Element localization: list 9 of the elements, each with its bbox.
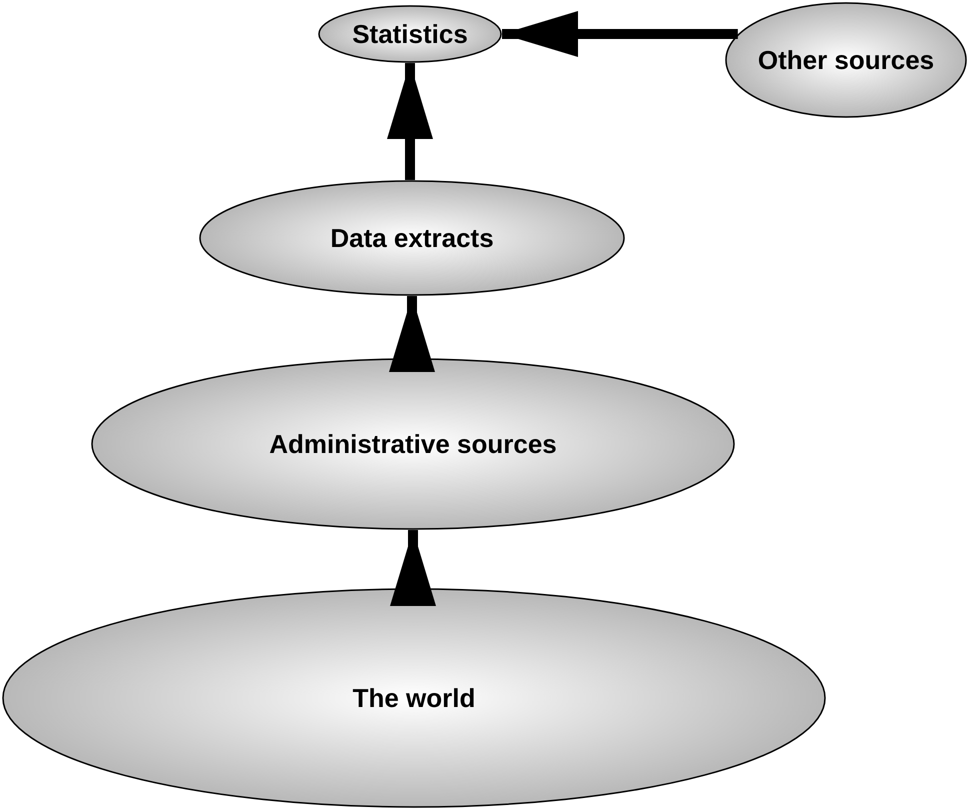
arrow — [502, 11, 738, 57]
arrow — [390, 530, 436, 606]
node-label: The world — [352, 682, 476, 714]
arrow — [389, 296, 435, 372]
node-label: Statistics — [352, 18, 468, 50]
node-label: Other sources — [758, 44, 934, 76]
node-label: Data extracts — [330, 222, 494, 254]
arrow — [387, 63, 433, 180]
node-label: Administrative sources — [269, 428, 557, 460]
